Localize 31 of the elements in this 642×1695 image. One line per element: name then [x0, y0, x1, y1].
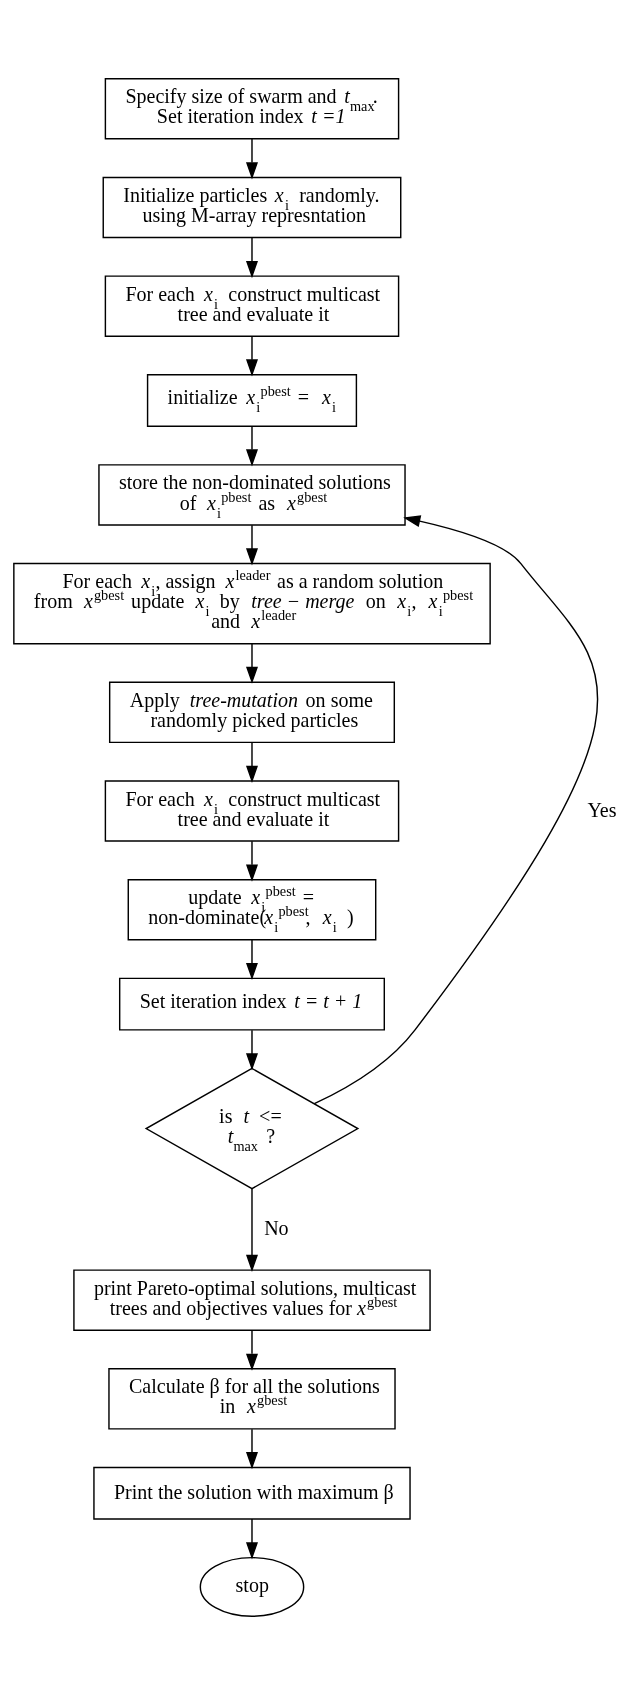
- arrow: [245, 1518, 258, 1560]
- arrow: [245, 1029, 258, 1071]
- arrow: [313, 515, 599, 1105]
- node-box: update x$_{i}$$^{pbest}$ = non-dominate(x$_{i}$$^{pbest}$, x$_{i}$ ): [127, 878, 377, 941]
- node-box: For each x$_{i}$ construct multicast tree and evaluate it: [104, 275, 400, 337]
- node-box: initialize x$_{i}$$^{pbest}$ = x$_{i}$: [146, 374, 358, 427]
- node-box: Initialize particles x$_{i}$ randomly. using M-array represntation: [102, 176, 402, 239]
- arrow: [245, 840, 258, 882]
- edge-label: Yes: [587, 799, 617, 822]
- node-box: Set iteration index t = t + 1: [118, 977, 385, 1031]
- arrow: [245, 335, 258, 377]
- arrow: [245, 1188, 258, 1272]
- node-box: Apply tree-mutation on some randomly picked particles: [108, 681, 395, 744]
- arrow: [245, 741, 258, 784]
- node-box: store the non-dominated solutions of x$_{i}$$^{pbest}$ as x$^{gbest}$: [98, 464, 406, 526]
- arrow: [245, 1428, 258, 1470]
- node-box: Print the solution with maximum β: [93, 1466, 411, 1520]
- arrow: [245, 939, 258, 981]
- node-box: Specify size of swarm and t$_{max}$. Set iteration index t =1: [104, 78, 400, 140]
- node-box: Calculate β for all the solutions in x$^{gbest}$: [108, 1368, 396, 1430]
- edge-label: No: [264, 1217, 289, 1240]
- arrow: [245, 425, 258, 467]
- arrow: [245, 643, 258, 684]
- node-diamond: is t <= t$_{max}$ ?: [144, 1067, 360, 1190]
- node-box: print Pareto-optimal solutions, multicast trees and objectives values for x$^{gbest}$: [73, 1269, 431, 1331]
- node-ellipse: stop: [199, 1556, 305, 1617]
- arrow: [245, 524, 258, 566]
- arrow: [245, 138, 258, 180]
- arrow: [245, 236, 258, 279]
- arrow: [245, 1329, 258, 1371]
- node-box: For each x$_{i}$ construct multicast tree and evaluate it: [104, 780, 400, 842]
